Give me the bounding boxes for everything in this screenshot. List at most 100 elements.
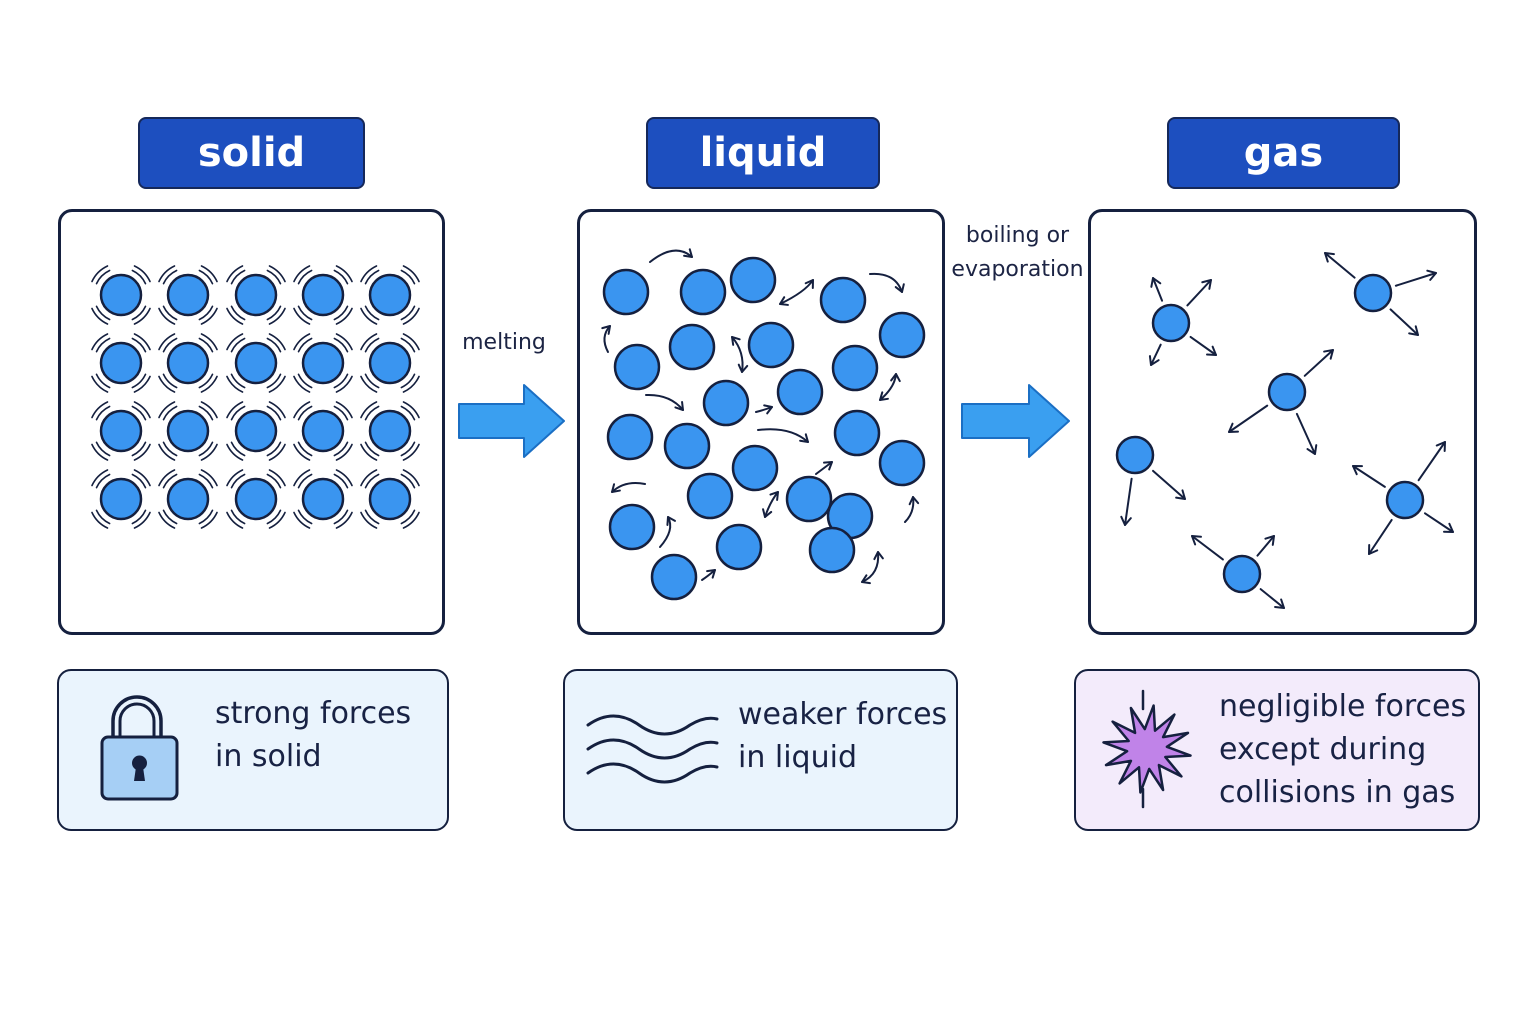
particle <box>663 422 711 470</box>
particle <box>99 273 143 317</box>
vibration-marks <box>360 333 420 393</box>
collision-burst-icon <box>1102 689 1192 809</box>
particle <box>166 273 210 317</box>
gas-forces-line-1: negligible forces <box>1219 689 1467 724</box>
liquid-forces-card: weaker forces in liquid <box>563 669 958 831</box>
vibration-marks <box>226 401 286 461</box>
boiling-arrow-icon <box>961 384 1070 458</box>
vibration-marks <box>158 469 218 529</box>
vibration-marks <box>158 401 218 461</box>
vibration-marks <box>91 333 151 393</box>
motion-arrow <box>1191 535 1224 561</box>
particle <box>679 268 727 316</box>
particle <box>99 341 143 385</box>
motion-arrow <box>1150 277 1164 302</box>
particle <box>715 523 763 571</box>
particle <box>99 477 143 521</box>
particle <box>1151 303 1191 343</box>
particle <box>1385 480 1425 520</box>
particle <box>368 273 412 317</box>
particle <box>301 409 345 453</box>
boiling-label-line-1: boiling or <box>965 223 1070 248</box>
motion-arrow <box>1186 279 1212 307</box>
particle <box>833 409 881 457</box>
particle <box>234 477 278 521</box>
particle <box>1222 554 1262 594</box>
gas-forces-line-2: except during <box>1219 732 1427 767</box>
particle <box>808 526 856 574</box>
motion-arrow <box>645 393 684 411</box>
motion-arrow <box>1352 465 1386 488</box>
particle <box>606 413 654 461</box>
boiling-label-line-2: evaporation <box>951 257 1084 282</box>
particle <box>785 475 833 523</box>
padlock-icon <box>100 695 179 801</box>
particle <box>668 323 716 371</box>
motion-arrow <box>1148 343 1162 366</box>
motion-arrow <box>1423 512 1454 533</box>
particle <box>747 321 795 369</box>
motion-arrow <box>1303 349 1334 377</box>
motion-arrow <box>869 272 905 293</box>
particle <box>602 268 650 316</box>
particle <box>776 368 824 416</box>
motion-arrow <box>601 325 611 353</box>
vibration-marks <box>293 333 353 393</box>
particle <box>608 503 656 551</box>
solid-title: solid <box>138 117 365 189</box>
liquid-forces-text: weaker forces in liquid <box>738 693 947 779</box>
motion-arrow <box>904 496 920 523</box>
solid-particle-lattice <box>91 265 420 529</box>
motion-arrow <box>861 551 884 585</box>
particle <box>613 343 661 391</box>
vibration-marks <box>91 401 151 461</box>
particle <box>878 439 926 487</box>
particle <box>234 273 278 317</box>
liquid-forces-line-2: in liquid <box>738 740 857 775</box>
particle <box>368 409 412 453</box>
solid-forces-line-2: in solid <box>215 739 322 774</box>
particle <box>1353 273 1393 313</box>
vibration-marks <box>91 469 151 529</box>
vibration-marks <box>293 469 353 529</box>
motion-arrow <box>1189 335 1217 356</box>
vibration-marks <box>360 469 420 529</box>
vibration-marks <box>226 265 286 325</box>
vibration-marks <box>158 333 218 393</box>
gas-particles <box>1115 252 1454 609</box>
particle <box>729 256 777 304</box>
solid-forces-text: strong forces in solid <box>215 692 411 778</box>
solid-panel <box>58 209 445 635</box>
particle <box>686 472 734 520</box>
liquid-title: liquid <box>646 117 880 189</box>
gas-title: gas <box>1167 117 1400 189</box>
gas-panel <box>1088 209 1477 635</box>
motion-arrow <box>1417 441 1446 482</box>
particle <box>234 409 278 453</box>
motion-arrow <box>1259 588 1285 609</box>
particle <box>650 553 698 601</box>
vibration-marks <box>226 469 286 529</box>
motion-arrow <box>1152 469 1186 500</box>
particle <box>702 379 750 427</box>
motion-arrow <box>757 428 809 443</box>
liquid-forces-line-1: weaker forces <box>738 697 948 732</box>
particle <box>166 409 210 453</box>
motion-arrow <box>659 516 676 548</box>
vibration-marks <box>293 401 353 461</box>
gas-forces-card: negligible forces except during collisio… <box>1074 669 1480 831</box>
particle <box>731 444 779 492</box>
motion-arrow <box>879 373 901 401</box>
particle <box>301 477 345 521</box>
boiling-evaporation-label: boiling or evaporation <box>950 219 1085 287</box>
motion-arrow <box>1324 252 1356 279</box>
melting-label: melting <box>462 330 546 355</box>
particle <box>368 477 412 521</box>
particle <box>831 344 879 392</box>
motion-arrow <box>611 482 646 493</box>
particle <box>234 341 278 385</box>
motion-arrow <box>1120 477 1133 526</box>
motion-arrow <box>762 491 779 518</box>
motion-arrow <box>649 248 693 263</box>
burst-star <box>1102 704 1192 794</box>
